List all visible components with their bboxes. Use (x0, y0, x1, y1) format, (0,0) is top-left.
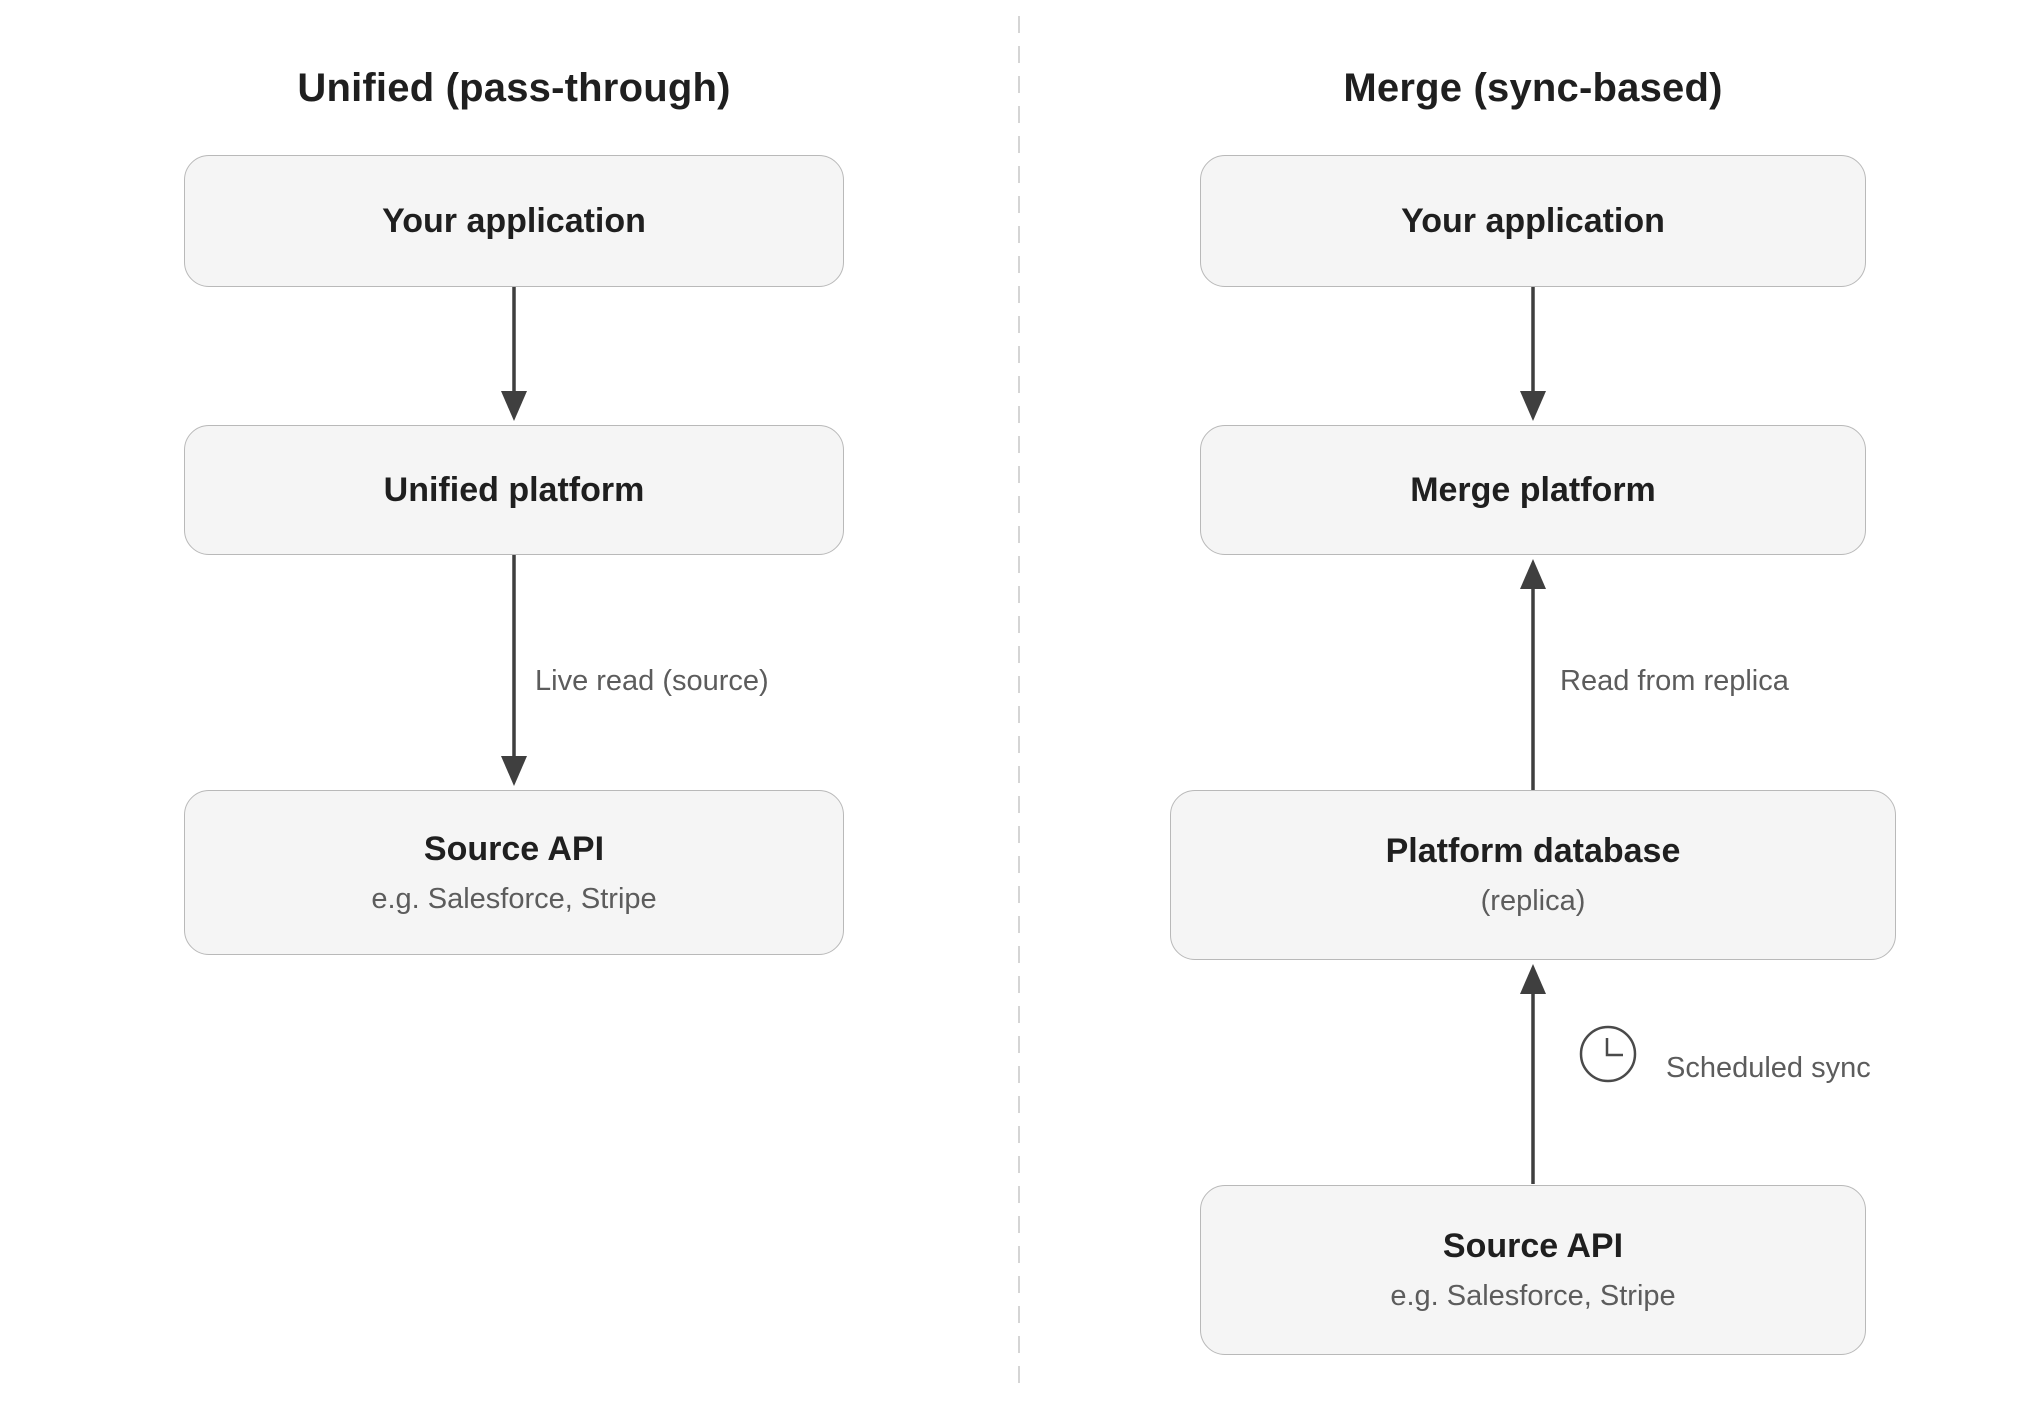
down-arrow-icon (1520, 287, 1546, 421)
left-column-title: Unified (pass-through) (297, 66, 731, 110)
merge-platform-box: Merge platform (1200, 425, 1866, 555)
unified-your-application-box: Your application (184, 155, 844, 287)
clock-icon (1579, 1025, 1637, 1083)
unified-platform-box: Unified platform (184, 425, 844, 555)
unified-source-api-label: Source API (423, 829, 605, 868)
merge-platform-label: Merge platform (1410, 470, 1656, 509)
merge-your-application-box: Your application (1200, 155, 1866, 287)
column-divider (1018, 16, 1020, 1396)
up-arrow-icon (1520, 964, 1546, 1184)
unified-source-api-box: Source API e.g. Salesforce, Stripe (184, 790, 844, 955)
merge-your-application-label: Your application (1401, 201, 1665, 240)
unified-platform-label: Unified platform (383, 470, 645, 509)
down-arrow-icon (501, 555, 527, 786)
merge-platform-database-sublabel: (replica) (1480, 885, 1586, 917)
merge-source-api-label: Source API (1442, 1227, 1624, 1265)
merge-platform-database-label: Platform database (1385, 832, 1681, 870)
live-read-edge-label: Live read (source) (535, 665, 769, 697)
read-from-replica-edge-label: Read from replica (1560, 665, 1789, 697)
right-column-title: Merge (sync-based) (1343, 66, 1723, 110)
merge-platform-database-box: Platform database (replica) (1170, 790, 1896, 960)
merge-source-api-sublabel: e.g. Salesforce, Stripe (1390, 1280, 1676, 1312)
merge-source-api-box: Source API e.g. Salesforce, Stripe (1200, 1185, 1866, 1355)
scheduled-sync-edge-label: Scheduled sync (1666, 1052, 1871, 1084)
down-arrow-icon (501, 287, 527, 421)
unified-source-api-sublabel: e.g. Salesforce, Stripe (371, 882, 657, 915)
unified-your-application-label: Your application (382, 201, 646, 240)
up-arrow-icon (1520, 559, 1546, 790)
